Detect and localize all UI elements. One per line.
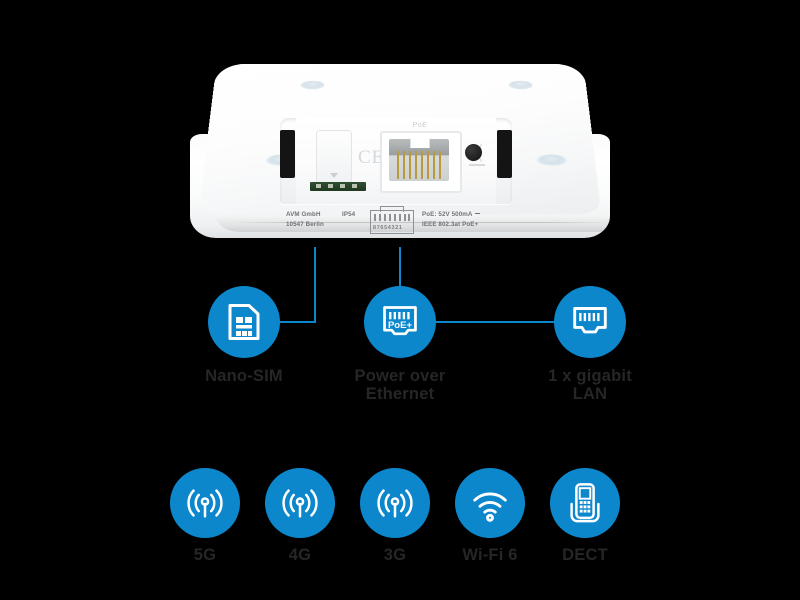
- port-bay-inner: CE PoE ╳: [296, 118, 496, 204]
- device-bottom-rim: [216, 216, 628, 232]
- node-nano-sim[interactable]: Nano-SIM: [164, 286, 324, 385]
- node-label-dect: DECT: [562, 546, 608, 564]
- node-label-line2: Ethernet: [365, 385, 435, 404]
- screw-mount-icon: [508, 80, 533, 90]
- poe-circle[interactable]: PoE+: [364, 286, 436, 358]
- label-pin-numbers: 87654321: [373, 224, 403, 231]
- ethernet-port-notch: [410, 139, 430, 148]
- node-label-nano-sim: Nano-SIM: [164, 367, 324, 385]
- nano-sim-circle[interactable]: [208, 286, 280, 358]
- label-city: 10547 Berlin: [286, 220, 324, 228]
- router-device: CE PoE ╳ AVM GmbH: [168, 14, 632, 254]
- screw-mount-icon: [300, 80, 325, 90]
- poe-port-icon: PoE+: [380, 302, 420, 342]
- node-label-line1: 1 x gigabit: [548, 367, 632, 385]
- ethernet-port-pins: [397, 151, 441, 179]
- label-power-block: PoE: 52V 500mA IEEE 802.3at PoE+: [422, 210, 480, 229]
- ethernet-port[interactable]: [380, 131, 462, 193]
- device-printed-label: AVM GmbH 10547 Berlin IP54 87654321 PoE:…: [280, 206, 512, 240]
- label-manufacturer: AVM GmbH: [286, 211, 321, 218]
- radio-circle-dect[interactable]: [550, 468, 620, 538]
- node-label-3g: 3G: [383, 546, 407, 564]
- label-power-text: PoE: 52V 500mA: [422, 211, 473, 218]
- ce-mark-icon: CE: [358, 147, 385, 168]
- node-dect[interactable]: DECT: [550, 468, 620, 564]
- node-label-5g: 5G: [193, 546, 217, 564]
- label-manufacturer-block: AVM GmbH 10547 Berlin: [286, 210, 324, 229]
- node-5g[interactable]: 5G: [170, 468, 240, 564]
- sim-card-icon: [227, 302, 261, 342]
- radio-circle-5g[interactable]: [170, 468, 240, 538]
- gigabit-lan-circle[interactable]: [554, 286, 626, 358]
- connector-pinout-icon: 87654321: [370, 206, 414, 234]
- node-wifi6[interactable]: Wi-Fi 6: [455, 468, 525, 564]
- wifi-icon: [469, 482, 511, 524]
- dect-phone-icon: [565, 481, 605, 525]
- node-3g[interactable]: 3G: [360, 468, 430, 564]
- antenna-icon: [184, 482, 226, 524]
- node-label-4g: 4G: [288, 546, 312, 564]
- node-label-wifi6: Wi-Fi 6: [462, 546, 518, 564]
- node-label-line2: LAN: [572, 385, 608, 404]
- node-gigabit-lan[interactable]: 1 x gigabit LAN: [515, 286, 665, 404]
- rj45-port-icon: [570, 304, 610, 340]
- bay-shadow-right: [497, 130, 512, 178]
- node-label-gigabit-lan: 1 x gigabit LAN: [515, 367, 665, 404]
- sim-slot[interactable]: [316, 130, 352, 184]
- poe-port-marking: PoE: [412, 122, 428, 129]
- screw-mount-icon: [536, 154, 567, 166]
- poe-icon-text: PoE+: [388, 320, 413, 331]
- radio-circle-4g[interactable]: [265, 468, 335, 538]
- label-standard: IEEE 802.3at PoE+: [422, 220, 479, 228]
- connector-line-lan: [435, 321, 555, 323]
- ethernet-port-opening: [389, 139, 449, 181]
- device-rim-line: [230, 222, 614, 223]
- radio-circle-3g[interactable]: [360, 468, 430, 538]
- antenna-icon: [279, 482, 321, 524]
- node-power-over-ethernet[interactable]: PoE+ Power over Ethernet: [325, 286, 475, 404]
- antenna-icon: [374, 482, 416, 524]
- radio-circle-wifi6[interactable]: [455, 468, 525, 538]
- label-ip-rating: IP54: [342, 211, 356, 218]
- port-bay: CE PoE ╳: [280, 118, 512, 204]
- reset-button[interactable]: [465, 144, 482, 161]
- node-4g[interactable]: 4G: [265, 468, 335, 564]
- connector-line-poe: [399, 247, 401, 307]
- node-label-poe: Power over Ethernet: [325, 367, 475, 404]
- bay-shadow-left: [280, 130, 295, 178]
- connector-line-sim-vertical: [314, 247, 316, 323]
- node-label-line1: Power over: [354, 367, 446, 385]
- label-power: PoE: 52V 500mA: [422, 210, 480, 220]
- circuit-board-strip: [310, 182, 366, 191]
- node-label-line1: Nano-SIM: [205, 367, 283, 385]
